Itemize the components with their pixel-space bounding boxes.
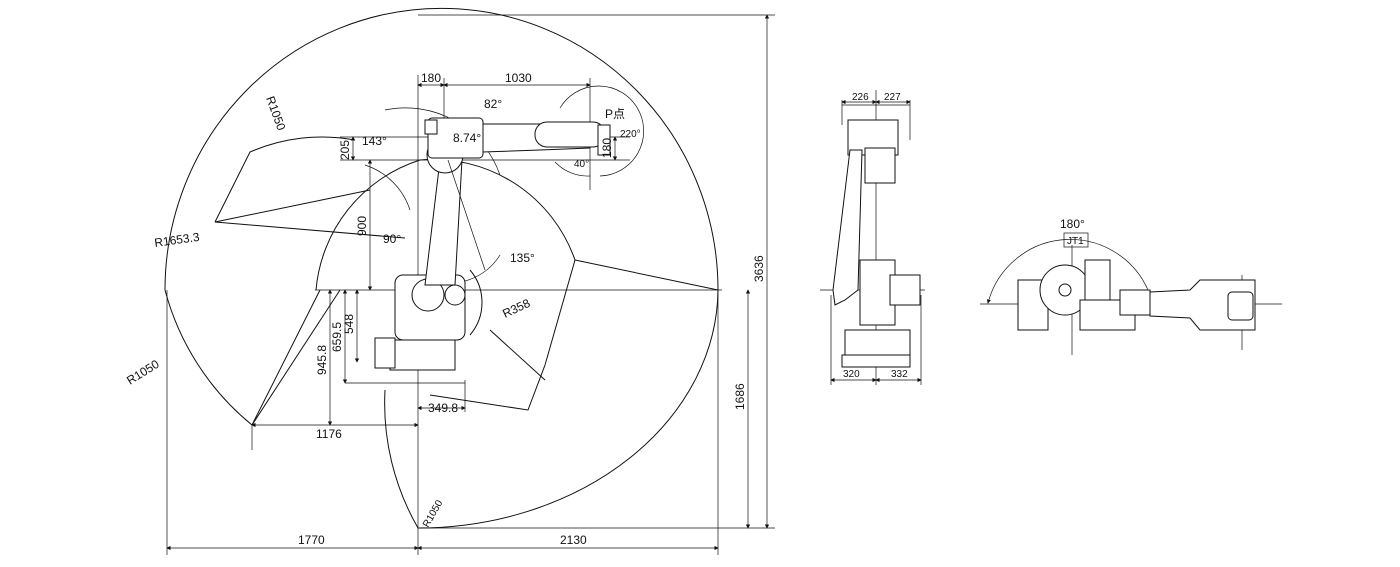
angle-82: 82°	[484, 97, 502, 111]
radius-small: R358	[500, 296, 532, 321]
dim-1030: 1030	[505, 71, 532, 85]
robot-side-view	[374, 117, 611, 371]
top-view-rotation-180: 180°	[1060, 217, 1085, 231]
dim-1770: 1770	[298, 533, 325, 547]
dim-320: 320	[843, 369, 860, 380]
dim-226: 226	[852, 92, 869, 103]
dim-2130: 2130	[560, 533, 587, 547]
dim-3636: 3636	[752, 255, 766, 282]
dim-900: 900	[355, 216, 369, 236]
radius-bottom: R1050	[421, 498, 445, 529]
angle-40: 40°	[574, 159, 589, 170]
angle-90: 90°	[383, 232, 401, 246]
radius-top: R1050	[263, 94, 288, 132]
dim-349-8: 349.8	[428, 401, 458, 415]
dim-548: 548	[342, 314, 356, 334]
dim-332: 332	[891, 369, 908, 380]
dim-945-8: 945.8	[315, 345, 329, 375]
robot-front-view: 226 227 320 332	[820, 90, 925, 385]
radius-left: R1050	[124, 357, 162, 388]
dim-1686: 1686	[733, 383, 747, 410]
dimension-lines	[166, 14, 775, 555]
radius-mid: R1653.3	[153, 230, 200, 250]
dim-180-flange: 180	[600, 138, 614, 158]
dim-205: 205	[338, 140, 352, 160]
angle-8-74: 8.74°	[453, 131, 481, 145]
robot-top-view: 180° JT1	[980, 217, 1282, 355]
dim-180-upper: 180	[421, 71, 441, 85]
jt1-label: JT1	[1067, 236, 1084, 247]
point-p-label: P点	[605, 107, 625, 121]
angle-135: 135°	[510, 251, 535, 265]
angle-220: 220°	[620, 129, 641, 140]
dim-227: 227	[884, 92, 901, 103]
dim-1176: 1176	[316, 427, 342, 441]
angle-143: 143°	[362, 134, 387, 148]
dim-659-5: 659.5	[330, 322, 344, 352]
